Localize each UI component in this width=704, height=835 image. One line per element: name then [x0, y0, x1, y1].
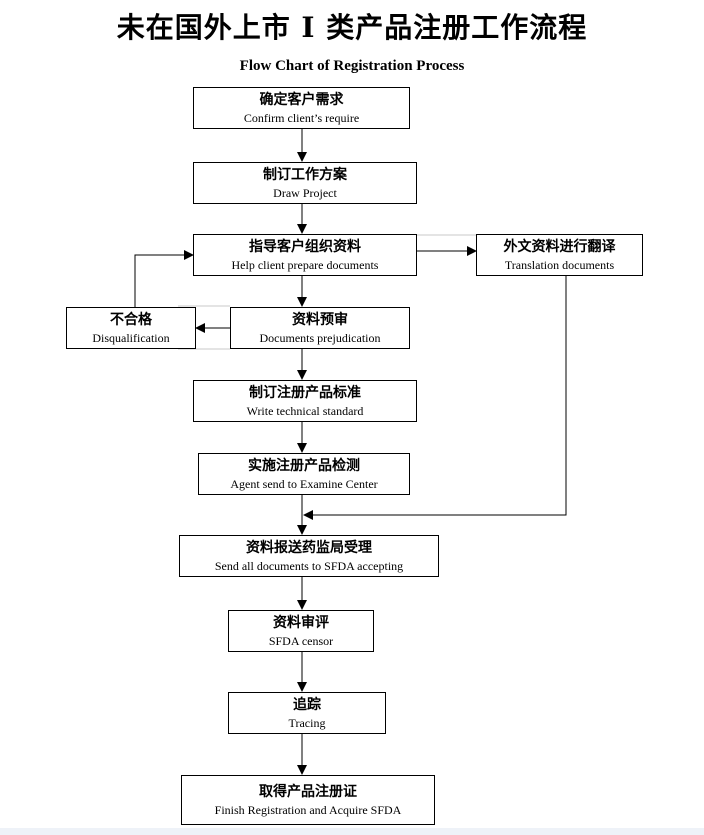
step-translation-en: Translation documents: [504, 257, 615, 272]
step-sfda-accept-zh: 资料报送药监局受理: [246, 539, 372, 556]
step-translation-zh: 外文资料进行翻译: [503, 238, 616, 255]
step-draw: 制订工作方案 Draw Project: [193, 162, 417, 204]
step-standard: 制订注册产品标准 Write technical standard: [193, 380, 417, 422]
arrow-translation-to-sfda: [303, 276, 567, 520]
page-subtitle: Flow Chart of Registration Process: [239, 58, 465, 74]
step-draw-zh: 制订工作方案: [263, 166, 347, 183]
step-prejudication-zh: 资料预审: [292, 311, 348, 328]
step-censor: 资料审评 SFDA censor: [228, 610, 374, 652]
step-confirm: 确定客户需求 Confirm client’s require: [193, 87, 410, 129]
bottom-strip: [0, 828, 704, 835]
step-censor-zh: 资料审评: [273, 614, 329, 631]
step-confirm-en: Confirm client’s require: [243, 110, 360, 125]
step-censor-en: SFDA censor: [268, 633, 334, 648]
arrow-disqualification-to-help: [134, 250, 194, 307]
step-draw-en: Draw Project: [273, 185, 337, 200]
step-finish-zh: 取得产品注册证: [259, 783, 357, 800]
step-help-zh: 指导客户组织资料: [249, 238, 361, 255]
step-disqualification-zh: 不合格: [110, 311, 152, 328]
step-examine: 实施注册产品检测 Agent send to Examine Center: [198, 453, 410, 495]
step-sfda-accept-en: Send all documents to SFDA accepting: [214, 558, 404, 573]
step-translation: 外文资料进行翻译 Translation documents: [476, 234, 643, 276]
step-sfda-accept: 资料报送药监局受理 Send all documents to SFDA acc…: [179, 535, 439, 577]
step-standard-en: Write technical standard: [246, 403, 364, 418]
step-prejudication-en: Documents prejudication: [259, 330, 381, 345]
step-tracing-en: Tracing: [288, 715, 326, 730]
step-finish-en: Finish Registration and Acquire SFDA: [214, 802, 402, 817]
step-help: 指导客户组织资料 Help client prepare documents: [193, 234, 417, 276]
step-disqualification: 不合格 Disqualification: [66, 307, 196, 349]
step-standard-zh: 制订注册产品标准: [249, 384, 361, 401]
step-finish: 取得产品注册证 Finish Registration and Acquire …: [181, 775, 435, 825]
step-examine-en: Agent send to Examine Center: [230, 476, 378, 491]
step-tracing: 追踪 Tracing: [228, 692, 386, 734]
step-disqualification-en: Disqualification: [92, 330, 170, 345]
step-help-en: Help client prepare documents: [231, 257, 379, 272]
step-examine-zh: 实施注册产品检测: [248, 457, 360, 474]
page-title: 未在国外上市 I 类产品注册工作流程: [116, 11, 588, 44]
step-tracing-zh: 追踪: [293, 696, 321, 713]
step-confirm-zh: 确定客户需求: [259, 91, 344, 108]
step-prejudication: 资料预审 Documents prejudication: [230, 307, 410, 349]
